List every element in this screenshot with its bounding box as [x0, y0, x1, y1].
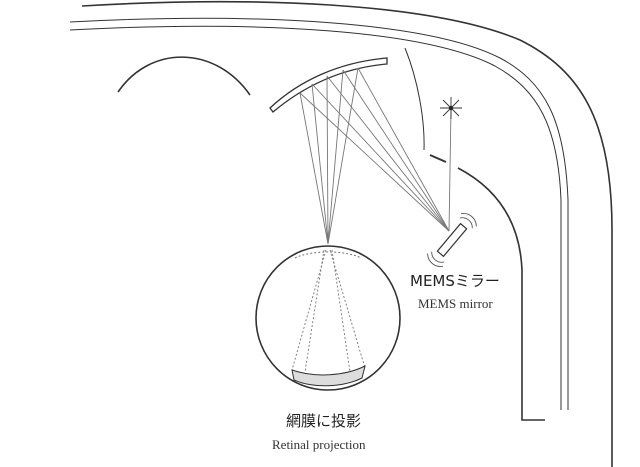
- glasses-frame-inner-1: [69, 17, 569, 410]
- face-contour-dash: [429, 154, 447, 163]
- retina-projection-area: [291, 365, 366, 387]
- glasses-frame-outer: [81, 0, 613, 467]
- mems-label-jp: MEMSミラー: [410, 272, 500, 290]
- retina-label-en: Retinal projection: [272, 437, 366, 452]
- retina-label-jp: 網膜に投影: [286, 412, 362, 430]
- eyeball: [255, 245, 401, 391]
- combiner-mirror: [269, 57, 388, 113]
- temple-line: [404, 47, 425, 151]
- light-rays: [299, 67, 452, 245]
- laser-source-icon: [440, 97, 462, 119]
- mems-label-en: MEMS mirror: [418, 296, 493, 311]
- glasses-frame-inner-2: [69, 25, 562, 410]
- mems-mirror-icon: [427, 213, 477, 267]
- left-lens-arc: [117, 56, 251, 96]
- face-contour: [457, 167, 545, 421]
